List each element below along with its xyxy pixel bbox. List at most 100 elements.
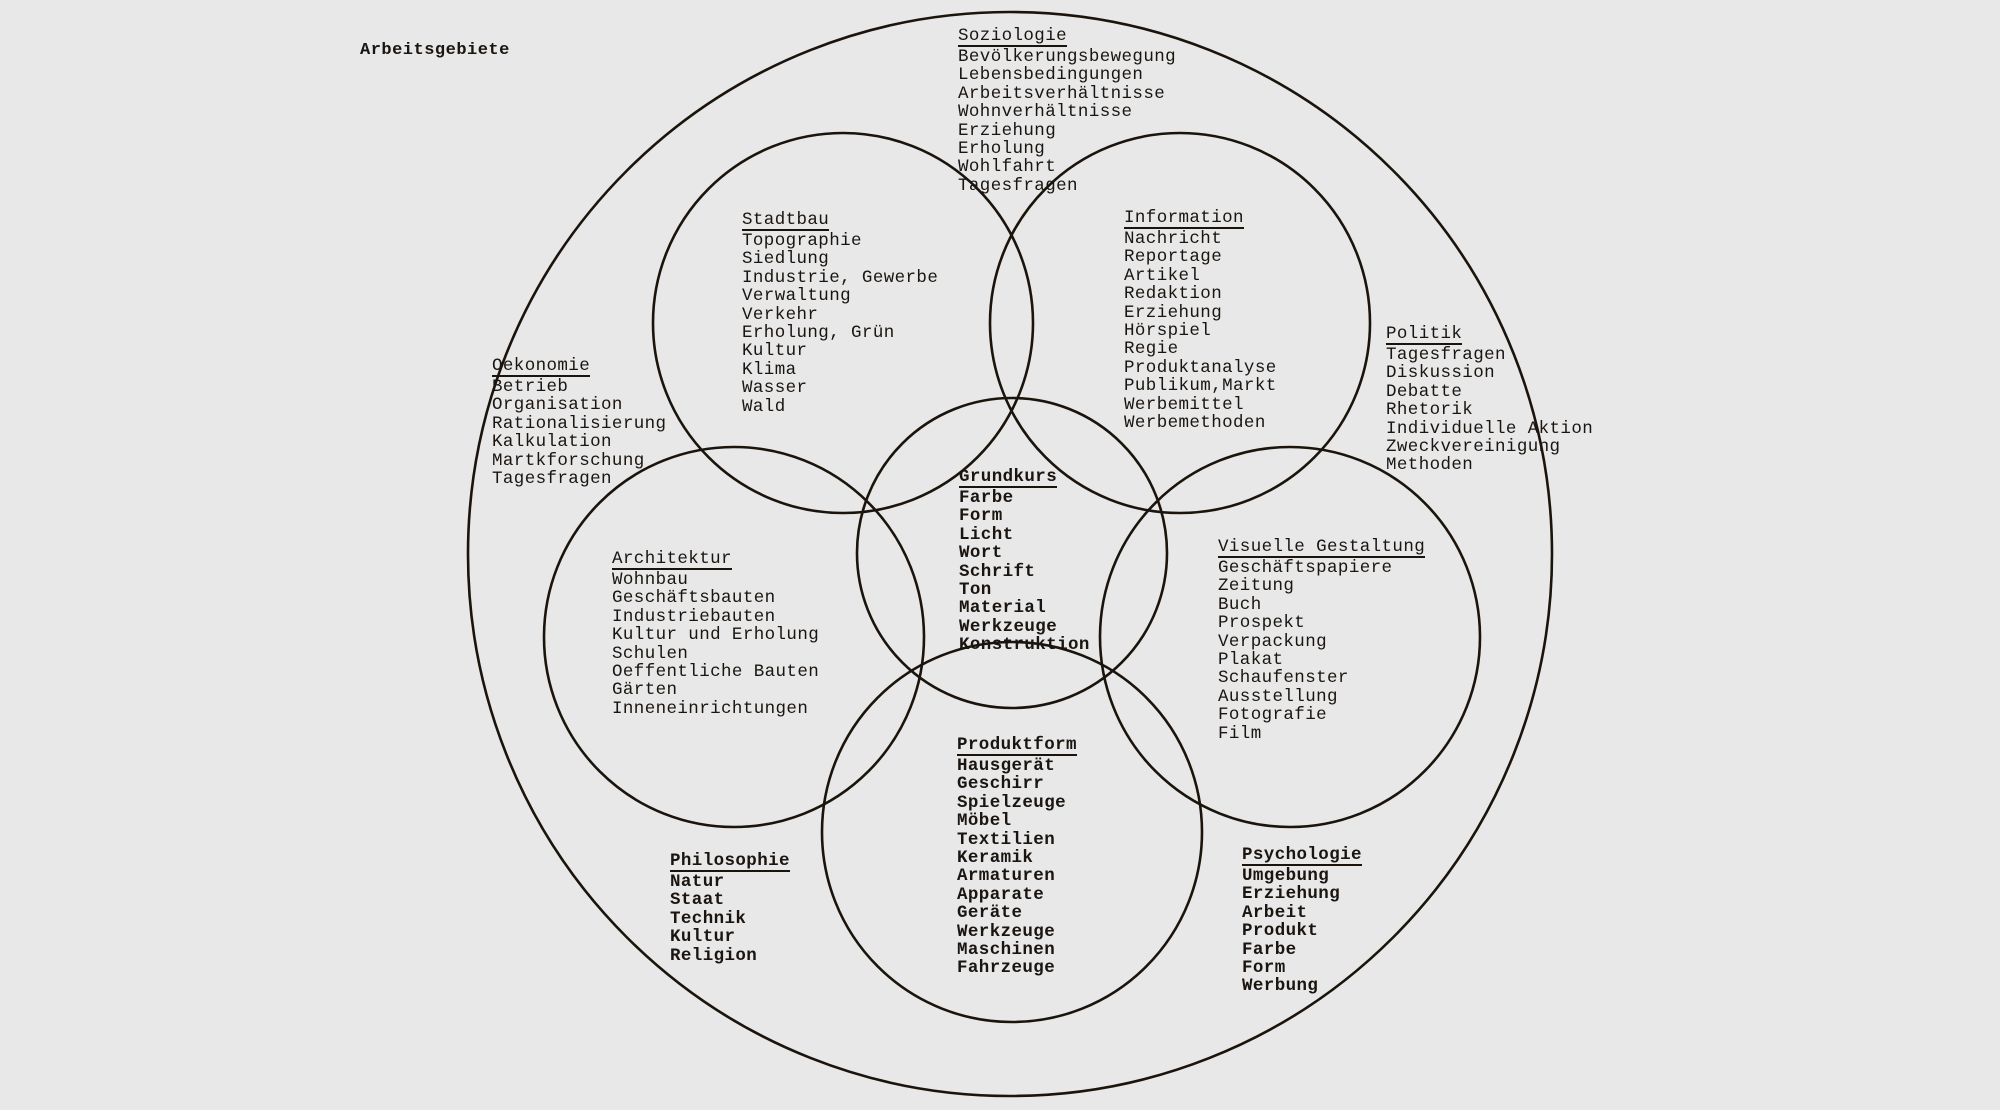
area-item: Geschirr [957,774,1045,795]
area-item: Werbemethoden [1124,413,1266,434]
area-heading: Visuelle Gestaltung [1218,537,1426,558]
area-item: Hausgerät [957,756,1056,776]
area-heading: Architektur [612,549,732,570]
area-item: Staat [670,890,725,911]
area-item: Nachricht [1124,229,1223,249]
area-item: Material [959,598,1047,619]
area-item: Religion [670,945,758,966]
stadtbau-circle [651,131,1035,515]
area-item: Verpackung [1218,631,1328,652]
area-item: Wohnbau [612,570,689,590]
area-item: Fahrzeuge [957,958,1056,979]
area-item: Ausstellung [1218,686,1338,707]
area-item: Keramik [957,848,1034,869]
area-item: Artikel [1124,265,1201,286]
area-item: Werkzeuge [959,616,1058,637]
visuelle-gestaltung-circle [1098,445,1482,829]
area-item: Hörspiel [1124,321,1212,342]
area-item: Geschäftsbauten [612,588,776,609]
area-item: Schulen [612,643,689,664]
area-item: Umgebung [1242,866,1330,886]
area-item: Schaufenster [1218,668,1349,689]
area-item: Betrieb [492,377,569,397]
area-item: Diskussion [1386,363,1496,384]
area-item: Form [959,506,1003,527]
area-item: Individuelle Aktion [1386,418,1594,439]
area-item: Tagesfragen [958,175,1078,196]
page-title: Arbeitsgebiete [360,41,510,60]
area-item: Inneneinrichtungen [612,698,809,719]
area-item: Zweckvereinigung [1386,437,1561,458]
area-item: Redaktion [1124,284,1223,305]
area-item: Geschäftspapiere [1218,558,1393,578]
area-item: Zeitung [1218,576,1295,597]
area-heading: Produktform [957,735,1077,756]
area-item: Arbeit [1242,902,1308,923]
area-item: Verkehr [742,304,819,325]
area-item: Erziehung [1242,884,1341,905]
area-item: Apparate [957,884,1045,905]
area-item: Erholung [958,139,1046,160]
area-item: Arbeitsverhältnisse [958,83,1166,104]
area-item: Erholung, Grün [742,323,895,344]
area-item: Organisation [492,395,623,416]
area-item: Tagesfragen [492,469,612,490]
area-item: Natur [670,872,725,892]
area-item: Kalkulation [492,432,612,453]
area-item: Ton [959,580,992,601]
area-item: Film [1218,723,1262,744]
architektur-circle [542,445,926,829]
area-item: Publikum,Markt [1124,376,1277,397]
area-item: Produktanalyse [1124,357,1277,378]
area-item: Tagesfragen [1386,345,1506,365]
area-item: Werbemittel [1124,394,1244,415]
area-item: Schrift [959,561,1036,582]
area-item: Debatte [1386,381,1463,402]
area-item: Verwaltung [742,286,852,307]
area-item: Reportage [1124,247,1223,268]
area-heading: Psychologie [1242,845,1362,866]
outer-circle [466,10,1554,1098]
produktform-circle [820,640,1204,1024]
area-item: Wohlfahrt [958,157,1057,178]
area-item: Wasser [742,378,808,399]
grundkurs-circle [855,396,1169,710]
area-item: Lebensbedingungen [958,65,1144,86]
area-item: Siedlung [742,249,830,270]
area-item: Topographie [742,231,862,251]
area-item: Rhetorik [1386,400,1474,421]
area-item: Kultur und Erholung [612,625,820,646]
area-item: Farbe [959,488,1014,508]
area-heading: Philosophie [670,851,790,872]
area-item: Industrie, Gewerbe [742,267,939,288]
area-item: Erziehung [958,120,1057,141]
area-heading: Grundkurs [959,467,1058,488]
area-heading: Information [1124,208,1244,229]
area-heading: Soziologie [958,26,1068,47]
area-item: Technik [670,908,747,929]
area-item: Maschinen [957,940,1056,961]
area-heading: Politik [1386,324,1463,345]
area-item: Kultur [670,927,736,948]
area-item: Fotografie [1218,705,1328,726]
